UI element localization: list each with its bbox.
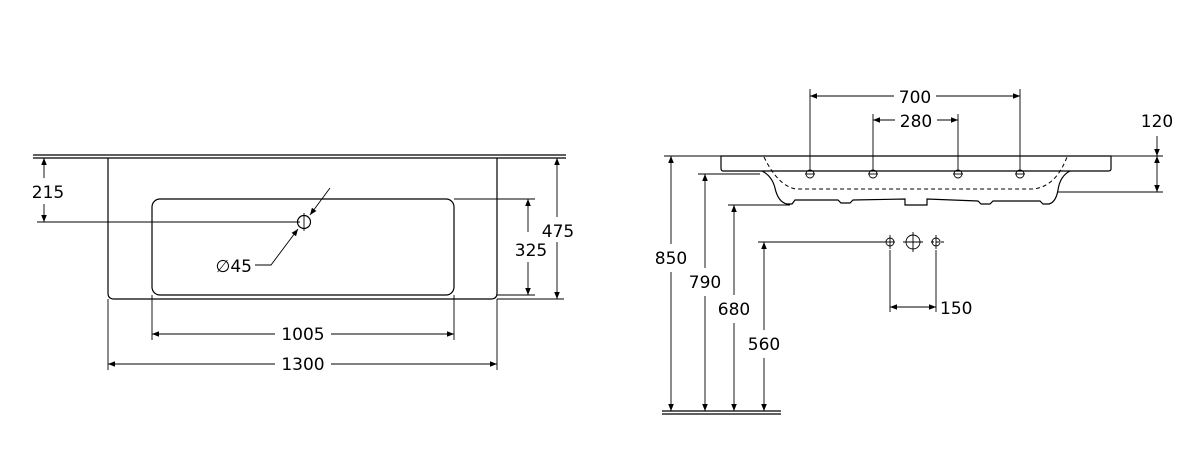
- dim-1005: 1005: [281, 325, 324, 345]
- side-view: 700 280 120 850 790 680: [655, 88, 1173, 415]
- dim-150: 150: [940, 299, 972, 319]
- bowl-inner-dashed: [763, 156, 1068, 190]
- dim-drain-diameter: ∅45: [216, 257, 252, 277]
- dim-790: 790: [689, 273, 721, 293]
- dim-1300: 1300: [281, 355, 324, 375]
- basin-slab: [720, 155, 1112, 172]
- top-view: 215 ∅45 325 475 1005 1300: [32, 154, 574, 375]
- dim-475: 475: [542, 222, 574, 242]
- dim-850: 850: [655, 249, 687, 269]
- dim-120: 120: [1141, 112, 1173, 132]
- bowl-underside: [761, 170, 1071, 206]
- supply-points: [885, 232, 946, 252]
- dim-680: 680: [718, 300, 750, 320]
- dim-280: 280: [900, 112, 932, 132]
- dim-560: 560: [748, 335, 780, 355]
- dim-700: 700: [899, 88, 931, 108]
- floor-line: [662, 410, 781, 415]
- tap-holes: [805, 169, 1025, 179]
- dim-215: 215: [32, 183, 64, 203]
- basin-outline: [107, 158, 498, 300]
- dim-325: 325: [515, 241, 547, 261]
- bowl-outline: [151, 198, 455, 296]
- wall-line: [33, 154, 566, 159]
